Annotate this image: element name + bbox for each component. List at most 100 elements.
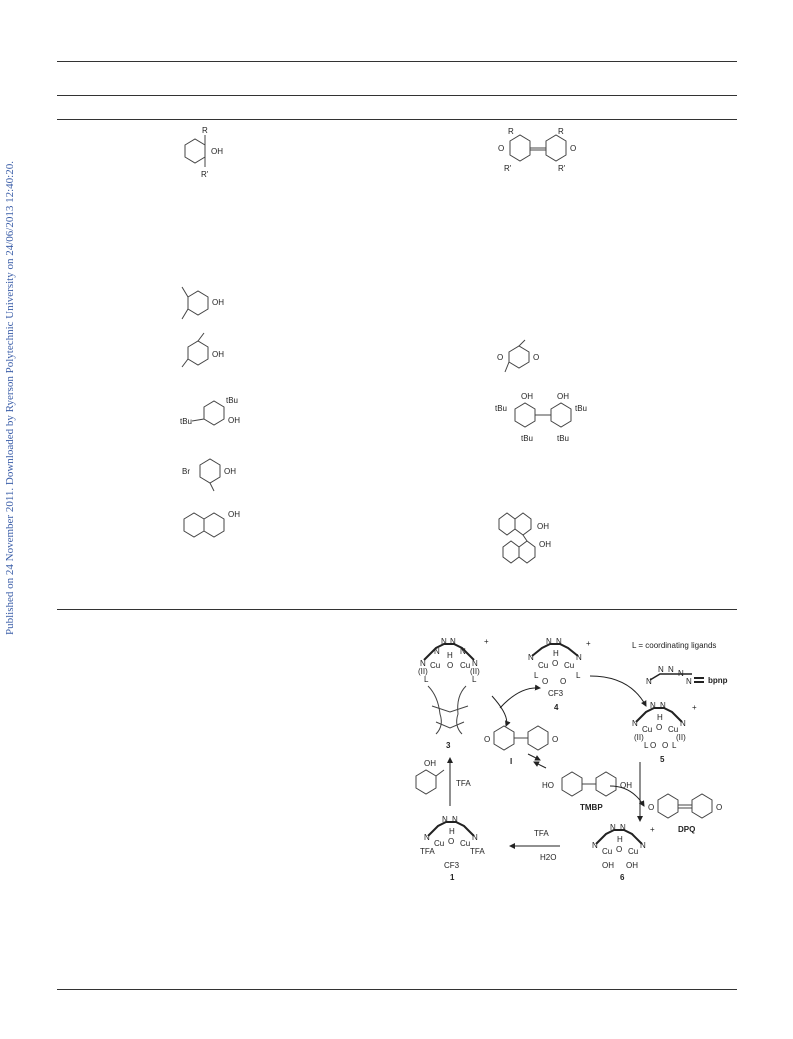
svg-text:L: L — [672, 741, 677, 750]
svg-text:O: O — [716, 803, 722, 812]
svg-text:OH: OH — [626, 861, 638, 870]
table-bottom-rule — [57, 609, 737, 610]
label-oh2: OH — [557, 392, 569, 401]
compound-4-label: 4 — [554, 703, 559, 712]
svg-text:O: O — [448, 837, 454, 846]
label-tbu2: tBu — [575, 404, 587, 413]
footer-rule — [57, 989, 737, 990]
label-tbu4: tBu — [557, 434, 569, 443]
svg-text:OH: OH — [424, 759, 436, 768]
product-biphenol-tbu: OH OH tBu tBu tBu tBu — [495, 392, 595, 458]
intermediate-I: O O I — [484, 725, 558, 766]
svg-text:Cu: Cu — [628, 847, 638, 856]
svg-text:N: N — [546, 637, 552, 646]
catalytic-cycle-scheme: N N N N N N H Cu Cu O (II) (II) L L + 3 … — [410, 636, 740, 882]
svg-text:O: O — [560, 677, 566, 686]
svg-text:N: N — [442, 815, 448, 824]
svg-text:N: N — [434, 647, 440, 656]
label-oh: OH — [228, 510, 240, 519]
svg-text:N: N — [441, 637, 447, 646]
label-tbu2: tBu — [180, 417, 192, 426]
reagent-water: H2O — [540, 853, 556, 862]
bpnp-ligand: N N N N N bpnp — [646, 665, 728, 686]
label-r1: R — [508, 127, 514, 136]
svg-text:HO: HO — [542, 781, 554, 790]
svg-text:H: H — [657, 713, 663, 722]
label-br: Br — [182, 467, 190, 476]
compound-I-label: I — [510, 757, 512, 766]
svg-text:N: N — [660, 701, 666, 710]
svg-text:N: N — [576, 653, 582, 662]
label-r: R — [202, 126, 208, 135]
svg-text:O: O — [552, 735, 558, 744]
svg-text:Cu: Cu — [434, 839, 444, 848]
svg-text:N: N — [424, 833, 430, 842]
svg-text:H: H — [617, 835, 623, 844]
label-oh1: OH — [537, 522, 549, 531]
svg-text:N: N — [620, 823, 626, 832]
label-oh: OH — [228, 416, 240, 425]
bpnp-label: bpnp — [708, 676, 728, 685]
svg-text:(II): (II) — [418, 667, 428, 676]
svg-text:Cu: Cu — [430, 661, 440, 670]
complex-4: N N N N H Cu Cu O L L O O CF3 + 4 — [528, 637, 591, 712]
svg-text:H: H — [447, 651, 453, 660]
svg-text:N: N — [420, 659, 426, 668]
svg-text:OH: OH — [602, 861, 614, 870]
label-o2: O — [533, 353, 539, 362]
top-rule — [57, 61, 737, 62]
reagent-tfa-bottom: TFA — [534, 829, 549, 838]
svg-text:O: O — [542, 677, 548, 686]
svg-text:CF3: CF3 — [548, 689, 564, 698]
svg-text:Cu: Cu — [460, 661, 470, 670]
svg-text:N: N — [686, 677, 692, 686]
label-tbu1: tBu — [226, 396, 238, 405]
svg-text:L: L — [472, 675, 477, 684]
svg-text:(II): (II) — [676, 733, 686, 742]
svg-text:N: N — [668, 665, 674, 674]
compound-5-label: 5 — [660, 755, 665, 764]
complex-1: N N N N H Cu Cu O TFA TFA CF3 1 — [420, 815, 485, 882]
complex-3: N N N N N N H Cu Cu O (II) (II) L L + 3 — [418, 637, 489, 750]
label-oh: OH — [224, 467, 236, 476]
svg-text:N: N — [472, 659, 478, 668]
label-tbu3: tBu — [521, 434, 533, 443]
svg-text:H: H — [449, 827, 455, 836]
svg-text:O: O — [662, 741, 668, 750]
reaction-arrows — [447, 675, 647, 849]
svg-text:Cu: Cu — [668, 725, 678, 734]
complex-5: N N N N H Cu Cu O (II) (II) L L O O + 5 — [632, 701, 697, 764]
svg-text:N: N — [452, 815, 458, 824]
label-o1: O — [498, 144, 504, 153]
substrate-di-tert-butylphenol: tBu tBu OH — [180, 393, 250, 443]
svg-text:TFA: TFA — [420, 847, 435, 856]
ligand-note: L = coordinating ligands — [632, 641, 716, 650]
svg-text:N: N — [450, 637, 456, 646]
svg-text:OH: OH — [620, 781, 632, 790]
compound-6-label: 6 — [620, 873, 625, 881]
dpq-label: DPQ — [678, 825, 695, 834]
svg-text:N: N — [632, 719, 638, 728]
reagent-tfa-left: TFA — [456, 779, 471, 788]
svg-text:O: O — [616, 845, 622, 854]
svg-text:Cu: Cu — [602, 847, 612, 856]
svg-text:L: L — [644, 741, 649, 750]
svg-text:N: N — [610, 823, 616, 832]
table-header-rule — [57, 95, 737, 96]
label-oh: OH — [211, 147, 223, 156]
substrate-dimethylphenol-a: OH — [180, 285, 235, 335]
svg-text:+: + — [586, 639, 591, 648]
substrate-naphthol: OH — [180, 505, 250, 545]
svg-text:L: L — [424, 675, 429, 684]
svg-text:O: O — [484, 735, 490, 744]
label-o1: O — [497, 353, 503, 362]
svg-text:TFA: TFA — [470, 847, 485, 856]
svg-text:(II): (II) — [634, 733, 644, 742]
label-r-prime: R' — [201, 170, 209, 179]
svg-text:O: O — [650, 741, 656, 750]
label-rp2: R' — [558, 164, 566, 173]
svg-text:N: N — [680, 719, 686, 728]
product-binol: OH OH — [495, 505, 565, 580]
table-body-rule — [57, 119, 737, 120]
svg-text:N: N — [678, 669, 684, 678]
